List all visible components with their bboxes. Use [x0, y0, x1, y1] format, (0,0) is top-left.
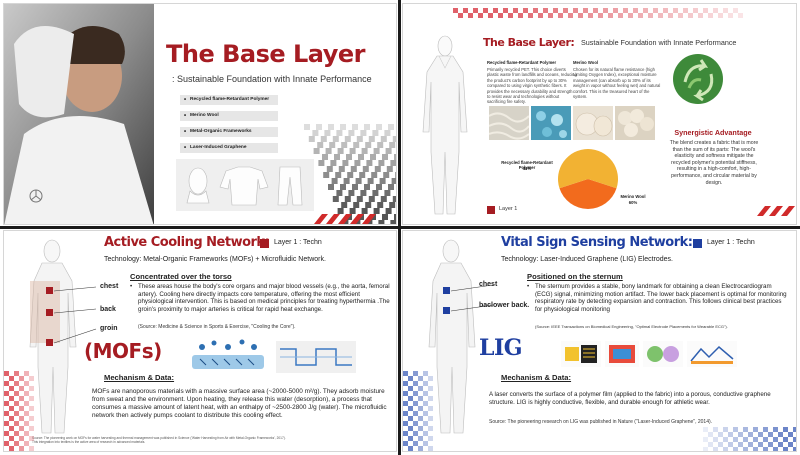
slide1-title: The Base Layer	[166, 40, 366, 68]
pie-slice-polymer	[559, 179, 617, 209]
bullet-pill-4: Laser-Induced Graphene	[180, 143, 278, 153]
sternum-bullet-text: • The sternum provides a stable, bony la…	[527, 283, 787, 313]
layer-tag: Layer 1 : Techn	[274, 239, 322, 246]
top-checker-band	[453, 8, 743, 18]
section-heading: Positioned on the sternum	[527, 272, 623, 281]
layer-tag: Layer 1 : Techn	[707, 239, 755, 246]
material-blend-pie-chart	[558, 149, 618, 209]
torso-source: (Source: Medicine & Science in Sports & …	[138, 324, 296, 330]
slide3-title: Active Cooling Network:	[104, 235, 270, 250]
section-heading: Concentrated over the torso	[130, 272, 232, 281]
checkered-side-decoration	[4, 371, 34, 451]
pie-slice-wool	[558, 149, 618, 189]
pie-label-wool: Merino Wool	[620, 194, 646, 199]
chest-sensor-marker	[443, 287, 450, 294]
product-strip	[176, 159, 314, 211]
bullet-pill-3: Metal-Organic Frameworks	[180, 127, 278, 137]
driver-photo	[4, 4, 154, 224]
slide4-title: Vital Sign Sensing Network:	[501, 235, 693, 250]
mechanism-heading: Mechanism & Data:	[501, 373, 572, 382]
microfluidic-network-image	[276, 341, 356, 373]
slide1-subtitle: : Sustainable Foundation with Innate Per…	[172, 74, 372, 84]
lower-back-sensor-marker	[443, 307, 450, 314]
wool-yarn-image	[573, 106, 613, 140]
callout-chest: chest	[479, 281, 498, 288]
recycle-leaf-icon	[673, 54, 723, 104]
race-suit-image	[428, 239, 476, 434]
red-stripes-decoration	[314, 214, 376, 224]
callout-lower-back: baclower back.	[479, 302, 530, 309]
torso-bullet-text: • These areas house the body's core orga…	[130, 283, 390, 313]
race-suit-image	[29, 239, 77, 434]
checkered-side-decoration	[403, 371, 433, 451]
slide-base-layer-detail: The Base Layer: Sustainable Foundation w…	[402, 3, 797, 225]
wool-fleece-image	[615, 106, 655, 140]
slide-base-layer-overview: The Base Layer : Sustainable Foundation …	[3, 3, 397, 225]
pie-label-polymer: Recycled flame-Retardant Polymer	[501, 160, 553, 171]
lig-device-image-3	[643, 341, 683, 367]
back-marker	[46, 309, 53, 316]
groin-marker	[46, 339, 53, 346]
wool-heading: Merino Wool	[573, 60, 599, 65]
slide2-title: The Base Layer:	[483, 36, 575, 49]
checkered-corner-decoration	[703, 427, 796, 451]
bullet-pill-1: Recycled flame-Retardant Polymer	[180, 95, 278, 105]
chest-marker	[46, 287, 53, 294]
bullet-pill-2: Merino Wool	[180, 111, 278, 121]
lig-device-image-4	[687, 341, 737, 367]
callout-chest: chest	[100, 283, 119, 290]
horizontal-divider	[0, 226, 800, 229]
mof-footnote: Source: The pioneering work on MOFs for …	[32, 436, 286, 444]
callout-back: back	[100, 306, 116, 313]
mof-diagram-image	[192, 339, 264, 369]
lig-big-label: LIG	[479, 335, 523, 361]
callout-groin: groin	[100, 325, 118, 332]
polymer-text: Primarily recycled PET. This choice dive…	[487, 67, 577, 105]
technology-line: Technology: Metal-Organic Frameworks (MO…	[104, 256, 326, 263]
layer-label: Layer 1	[499, 206, 518, 212]
slide2-subtitle: Sustainable Foundation with Innate Perfo…	[581, 38, 737, 47]
layer-marker	[487, 206, 495, 214]
bullet-dot: •	[130, 283, 133, 290]
lig-source: Source: The pioneering research on LIG w…	[489, 419, 713, 425]
slide-vital-sign-sensing: chest baclower back. Vital Sign Sensing …	[402, 230, 797, 452]
mofs-big-label: (MOFs)	[84, 339, 162, 363]
pie-value-wool: 60%	[628, 200, 638, 205]
lig-device-image-2	[605, 341, 639, 367]
technology-line: Technology: Laser-Induced Graphene (LIG)…	[501, 256, 673, 263]
layer-tag-marker	[693, 239, 702, 248]
cooling-zone-overlay	[30, 281, 60, 343]
base-layer-garments-image	[186, 166, 303, 206]
race-suit-image	[422, 35, 468, 215]
polymer-heading: Recycled flame-Retardant Polymer	[487, 60, 557, 65]
synergy-heading: Synergistic Advantage	[674, 128, 752, 137]
red-stripes-decoration	[757, 206, 795, 216]
wool-text: Chosen for its natural flame resistance …	[573, 67, 661, 100]
polymer-granules-image	[531, 106, 571, 140]
bullet-dot: •	[527, 283, 530, 290]
mechanism-heading: Mechanism & Data:	[104, 373, 175, 382]
synergy-text: The blend creates a fabric that is more …	[669, 140, 759, 186]
slide-active-cooling: chest back groin Active Cooling Network:…	[3, 230, 397, 452]
callout-lines	[53, 286, 97, 344]
mechanism-text: MOFs are nanoporous materials with a mas…	[92, 388, 387, 419]
mechanism-text: A laser converts the surface of a polyme…	[489, 391, 771, 406]
sternum-source: (Source: IEEE Transactions on Biomedical…	[535, 324, 728, 329]
layer-tag-marker	[260, 239, 269, 248]
lig-device-image-1	[561, 341, 601, 367]
polymer-fibers-image	[489, 106, 529, 140]
pie-value-polymer: 40%	[522, 166, 532, 171]
callout-lines	[450, 284, 494, 312]
